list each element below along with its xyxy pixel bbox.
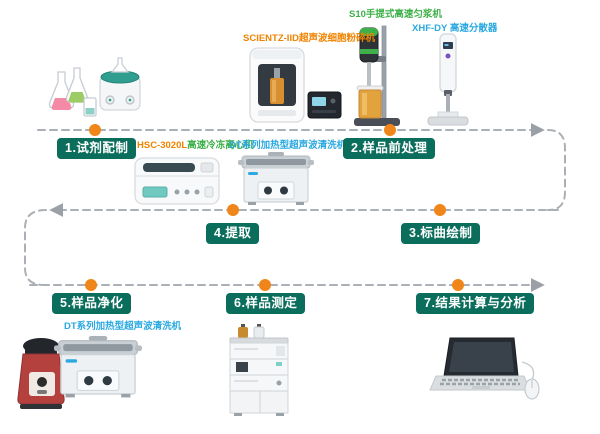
homogenizer-label: S10手提式高速匀浆机 xyxy=(349,9,442,20)
ultrasonic-cleaner-row2-label: DT系列加热型超声波清洗机 xyxy=(229,140,347,151)
centrifuge-label-model: HSC-3020L xyxy=(137,140,188,151)
step-label-3: 3.标曲绘制 xyxy=(401,223,481,244)
centrifuge-label-name: 高速冷冻离心机 xyxy=(187,140,254,151)
step-label-1: 1.试剂配制 xyxy=(57,138,137,159)
flow-dot-step1 xyxy=(89,124,101,136)
centrifuge-label: HSC-3020L高速冷冻离心机 xyxy=(137,140,254,151)
flasks-illustration xyxy=(46,66,98,120)
ultrasonic-cleaner-row3-illustration xyxy=(54,330,142,400)
cell-crusher-illustration xyxy=(248,44,343,124)
laptop-and-mouse-illustration xyxy=(426,336,544,404)
step-label-4: 4.提取 xyxy=(206,223,260,244)
disperser-illustration xyxy=(424,32,472,127)
flow-dot-step3 xyxy=(434,204,446,216)
hplc-system-illustration xyxy=(224,324,296,418)
flow-dot-step7 xyxy=(452,279,464,291)
flow-dot-step5 xyxy=(85,279,97,291)
centrifuge-illustration xyxy=(133,150,221,208)
magnetic-stirrer-illustration xyxy=(93,56,147,118)
ultrasonic-cleaner-row2-illustration xyxy=(238,147,314,207)
flow-dot-step6 xyxy=(259,279,271,291)
flow-dot-step4 xyxy=(227,204,239,216)
vortex-mixer-illustration xyxy=(12,332,70,412)
cell-crusher-label: SCIENTZ-IID超声波细胞粉碎机 xyxy=(243,33,375,44)
ultrasonic-cleaner-row3-label: DT系列加热型超声波清洗机 xyxy=(64,321,182,332)
step-label-6: 6.样品测定 xyxy=(226,293,306,314)
disperser-label: XHF-DY 高速分散器 xyxy=(412,23,498,34)
step-label-7: 7.结果计算与分析 xyxy=(416,293,535,314)
step-label-5: 5.样品净化 xyxy=(52,293,132,314)
flow-dot-step2 xyxy=(384,124,396,136)
step-label-2: 2.样品前处理 xyxy=(343,138,436,159)
homogenizer-illustration xyxy=(346,20,408,130)
